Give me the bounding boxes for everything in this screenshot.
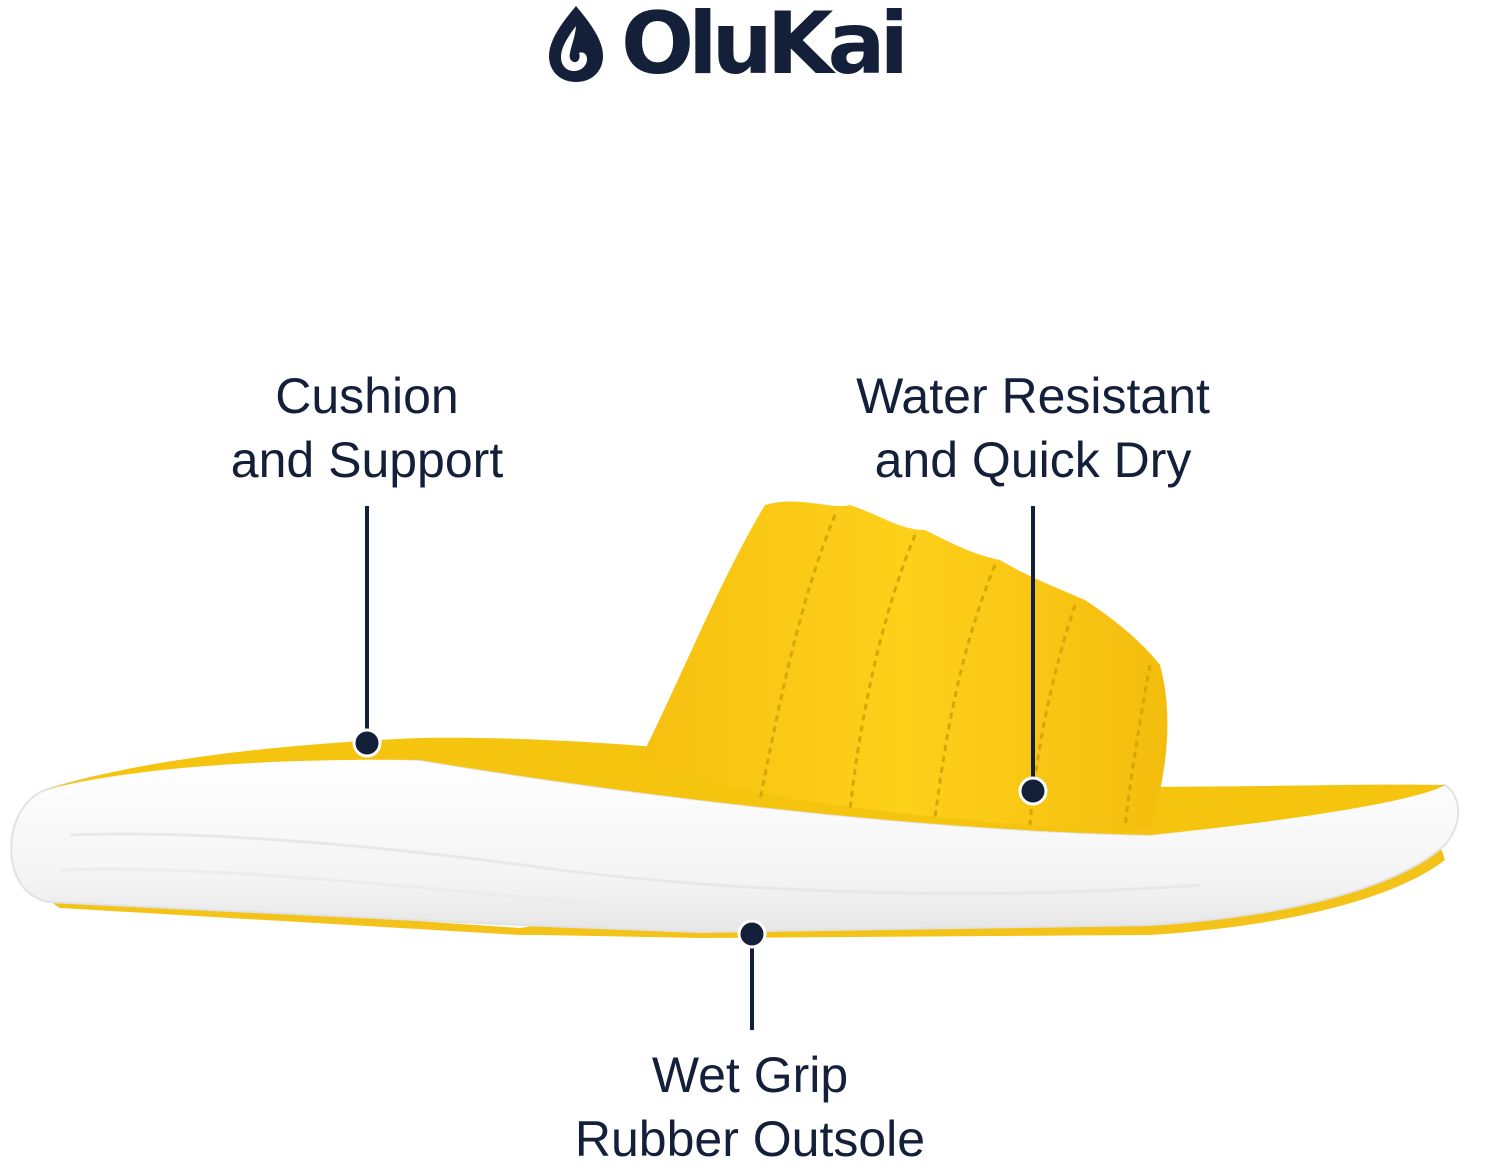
cushion-dot [352, 728, 382, 758]
callout-water-line1: Water Resistant [856, 368, 1210, 424]
callout-grip-line1: Wet Grip [651, 1047, 849, 1103]
callout-grip-line2: Rubber Outsole [574, 1111, 926, 1167]
callout-cushion-line1: Cushion [275, 368, 459, 424]
brand-name: OluKai [621, 0, 909, 94]
callout-cushion: Cushion and Support [212, 364, 522, 492]
grip-dot [737, 919, 767, 949]
callout-water-line2: and Quick Dry [874, 432, 1192, 488]
brand-logo: OluKai [545, 0, 909, 94]
callout-grip: Wet Grip Rubber Outsole [550, 1043, 950, 1171]
strap [640, 501, 1168, 830]
olukai-hook-icon [549, 6, 603, 82]
callout-water: Water Resistant and Quick Dry [833, 364, 1233, 492]
water-dot [1018, 776, 1048, 806]
callout-cushion-line2: and Support [230, 432, 504, 488]
